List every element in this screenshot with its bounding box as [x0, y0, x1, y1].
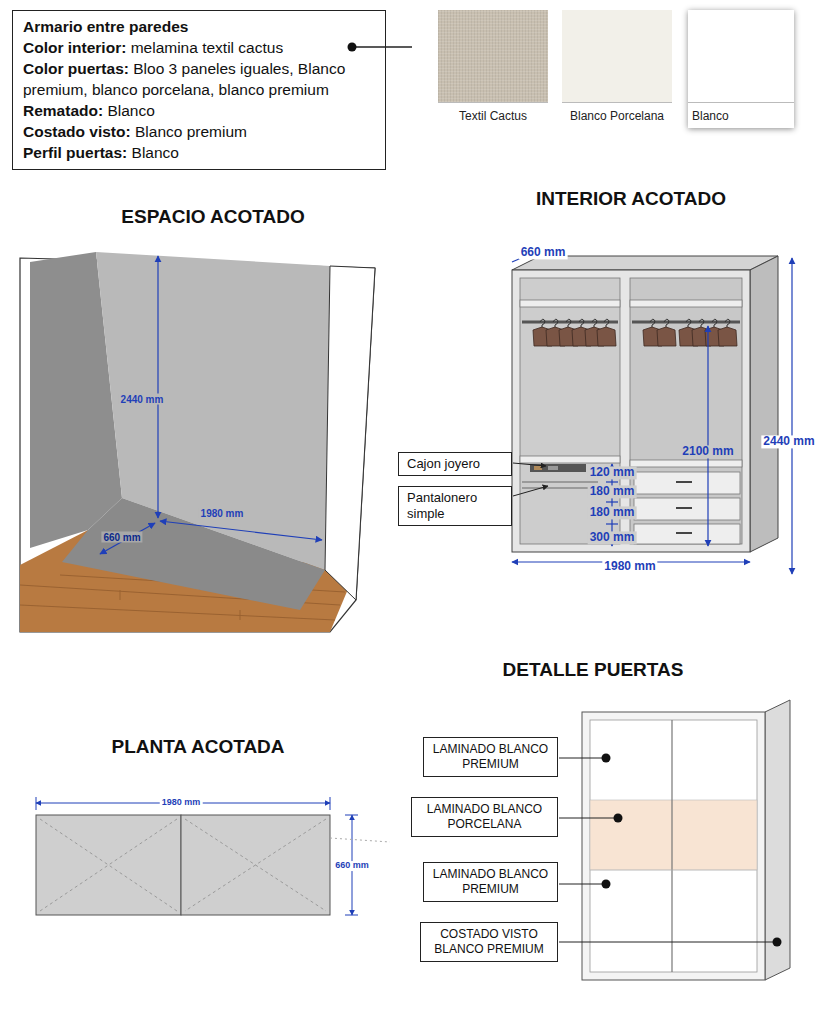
spec-line: Rematado:Blanco [23, 100, 375, 121]
dimension: 1980 mm [160, 798, 203, 808]
spec-value: Blanco premium [135, 123, 247, 140]
callout-text: Cajon joyero [407, 456, 503, 472]
spec-value: melamina textil cactus [131, 39, 283, 56]
section-title: INTERIOR ACOTADO [534, 189, 728, 210]
dimension: 180 mm [588, 506, 637, 519]
dimension: 660 mm [101, 532, 142, 543]
dimension: 300 mm [588, 531, 637, 544]
swatch-color [562, 10, 672, 103]
section-title: DETALLE PUERTAS [501, 660, 686, 681]
dimension: 120 mm [588, 466, 637, 479]
color-swatch: Textil Cactus [438, 10, 548, 128]
dimension: 2440 mm [119, 394, 166, 405]
spec-key: Perfil puertas: [23, 144, 127, 161]
swatch-color [438, 10, 548, 103]
spec-value: Blanco [132, 144, 179, 161]
callout-text: COSTADO VISTO BLANCO PREMIUM [427, 927, 551, 957]
swatch-label: Blanco Porcelana [562, 103, 672, 123]
material-callout: LAMINADO BLANCO PORCELANA [411, 797, 558, 837]
spec-line: Perfil puertas: Blanco [23, 142, 375, 163]
spec-key: Color puertas: [23, 60, 129, 77]
spec-key: Color interior: [23, 39, 126, 56]
color-swatch: Blanco Porcelana [562, 10, 672, 128]
callout-text: LAMINADO BLANCO PORCELANA [418, 802, 551, 832]
swatch-label: Blanco [688, 103, 794, 123]
dimension: 1980 mm [602, 560, 657, 573]
section-title: ESPACIO ACOTADO [119, 207, 306, 228]
dimension: 660 mm [333, 861, 371, 871]
material-callout: COSTADO VISTO BLANCO PREMIUM [420, 922, 558, 962]
spec-value: Blanco [107, 102, 154, 119]
dimension: 2440 mm [761, 435, 816, 448]
spec-line: Costado visto:Blanco premium [23, 121, 375, 142]
color-swatch: Blanco [688, 10, 794, 128]
spec-box: Armario entre paredesColor interior: mela… [12, 10, 386, 170]
spec-line: Armario entre paredes [23, 16, 375, 37]
callout-box: Cajon joyero [398, 452, 512, 476]
callout-text: LAMINADO BLANCO PREMIUM [430, 742, 551, 772]
material-callout: LAMINADO BLANCO PREMIUM [423, 862, 558, 902]
dimension: 2100 mm [680, 445, 735, 458]
dimension: 1980 mm [199, 508, 246, 519]
callout-box: Pantalonero simple [398, 486, 512, 526]
callout-text: Pantalonero simple [407, 490, 503, 522]
spec-line: Color puertas:Bloo 3 paneles iguales, Bl… [23, 58, 375, 100]
swatch-color [688, 10, 794, 103]
dimension: 180 mm [588, 485, 637, 498]
section-title: PLANTA ACOTADA [109, 737, 286, 758]
spec-line: Color interior: melamina textil cactus [23, 37, 375, 58]
spec-key: Costado visto: [23, 123, 131, 140]
dimension: 660 mm [519, 246, 568, 259]
spec-key: Armario entre paredes [23, 18, 188, 35]
callout-text: LAMINADO BLANCO PREMIUM [430, 867, 551, 897]
material-callout: LAMINADO BLANCO PREMIUM [423, 737, 558, 777]
spec-key: Rematado: [23, 102, 103, 119]
swatch-label: Textil Cactus [438, 103, 548, 123]
